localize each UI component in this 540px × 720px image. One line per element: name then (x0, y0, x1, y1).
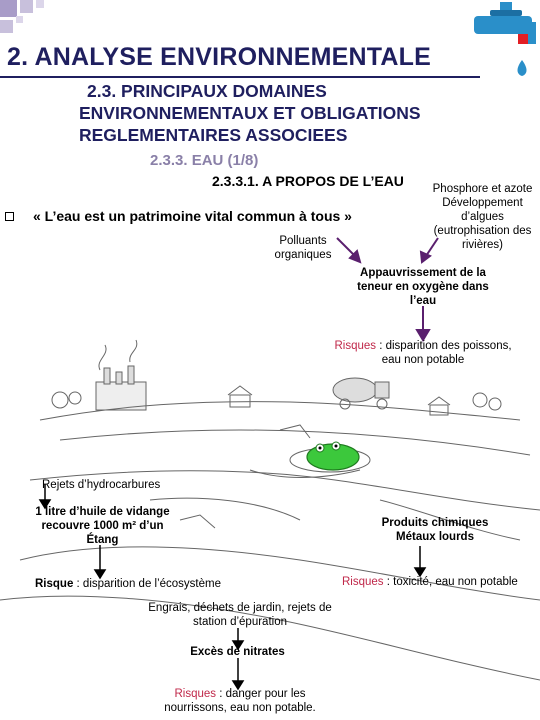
subtitle-line: ENVIRONNEMENTAUX ET OBLIGATIONS (79, 103, 421, 123)
bullet-icon (5, 210, 14, 224)
section-heading: 2.3.3. EAU (1/8) (150, 152, 259, 169)
label-engrais: Engrais, déchets de jardin, rejets de st… (148, 602, 332, 628)
deco-square (36, 0, 44, 8)
deco-square (20, 0, 33, 13)
deco-square (16, 16, 23, 23)
label-produits: Produits chimiques Métaux lourds (381, 517, 489, 543)
label-polluants: Polluants organiques (274, 235, 332, 261)
deco-square (0, 20, 13, 33)
label-huile: 1 litre d’huile de vidange recouvre 1000… (35, 506, 170, 546)
title-underline (0, 76, 480, 78)
label-risques-toxicite: Risques : toxicité, eau non potable (342, 576, 518, 588)
quote-text: « L’eau est un patrimoine vital commun à… (33, 208, 352, 224)
label-appauvrissement: Appauvrissement de la teneur en oxygène … (357, 267, 489, 307)
subtitle-line: 2.3. PRINCIPAUX DOMAINES (87, 81, 327, 101)
page-title: 2. ANALYSE ENVIRONNEMENTALE (7, 43, 431, 71)
label-rejets: Rejets d’hydrocarbures (42, 479, 161, 491)
label-phosphore: Phosphore et azote Développement d’algue… (432, 183, 533, 251)
subtitle: 2.3. PRINCIPAUX DOMAINES ENVIRONNEMENTAU… (79, 80, 421, 146)
label-nitrates: Excès de nitrates (190, 646, 285, 658)
label-risques-danger: Risques : danger pour les nourrissons, e… (164, 688, 316, 714)
faucet-icon (474, 2, 536, 76)
subtitle-line: REGLEMENTAIRES ASSOCIEES (79, 125, 348, 145)
deco-square (0, 0, 17, 17)
label-risque-ecosysteme: Risque : disparition de l’écosystème (35, 578, 221, 590)
label-risques-poissons: Risques : disparition des poissons, eau … (334, 340, 512, 366)
subsection-heading: 2.3.3.1. A PROPOS DE L’EAU (212, 173, 404, 189)
